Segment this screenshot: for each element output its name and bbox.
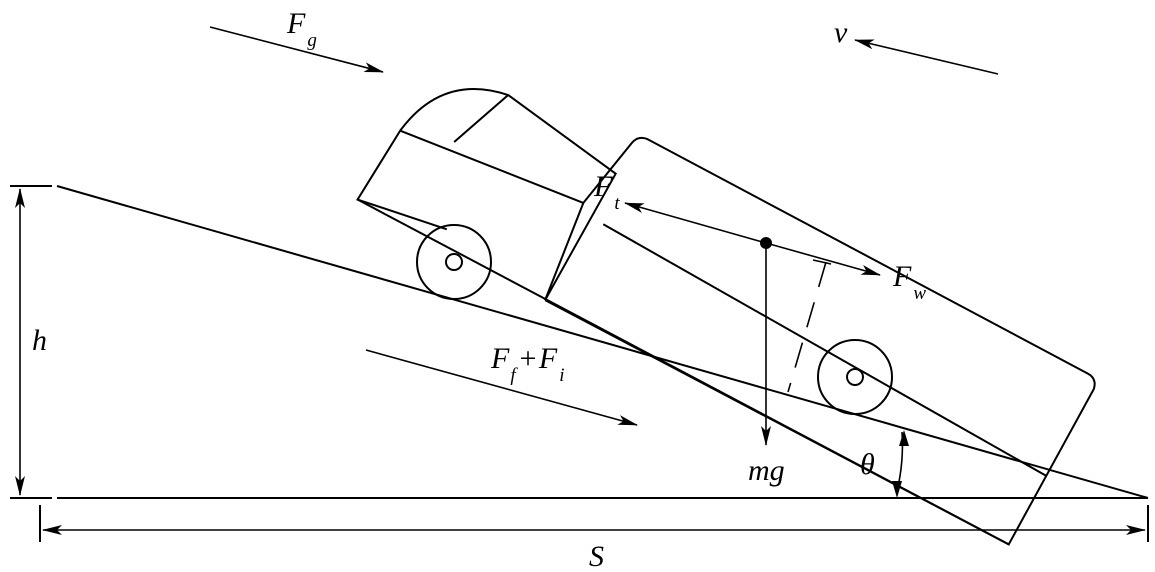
velocity-arrow	[854, 39, 999, 75]
angle-label: θ	[860, 448, 875, 481]
air-resistance-arrow	[765, 242, 881, 276]
slope-surface	[56, 185, 1149, 499]
normal-axis-dashed	[787, 261, 827, 393]
traction-label: Ft	[593, 170, 620, 214]
height-dimension: h	[10, 185, 52, 499]
cargo-box-stripe	[602, 223, 1048, 478]
traction-force-arrow	[624, 202, 767, 244]
cab-door-line	[544, 202, 585, 301]
gradient-force-label: Fg	[286, 7, 317, 51]
wheel-icon	[817, 339, 893, 415]
air-resistance-label: Fw	[892, 260, 926, 304]
chassis-line	[357, 198, 1010, 546]
cab-window-pillar	[453, 94, 509, 143]
slope	[56, 185, 1149, 499]
truck-cab	[356, 88, 617, 301]
gradient-force-arrow	[209, 26, 384, 73]
resistances-arrow	[365, 349, 638, 426]
distance-dimension: S	[39, 505, 1149, 572]
weight-label: mg	[748, 454, 785, 487]
wheel-icon	[416, 224, 492, 300]
arrow-head	[899, 430, 909, 446]
height-label: h	[32, 324, 47, 357]
truck	[356, 88, 1096, 546]
cab-window-divider	[399, 129, 584, 204]
normal-axis-tick	[812, 259, 832, 265]
velocity-label: v	[834, 16, 848, 49]
distance-label: S	[589, 540, 604, 572]
resistances-label: Ff+Fi	[490, 342, 564, 386]
cargo-box	[544, 136, 1096, 546]
